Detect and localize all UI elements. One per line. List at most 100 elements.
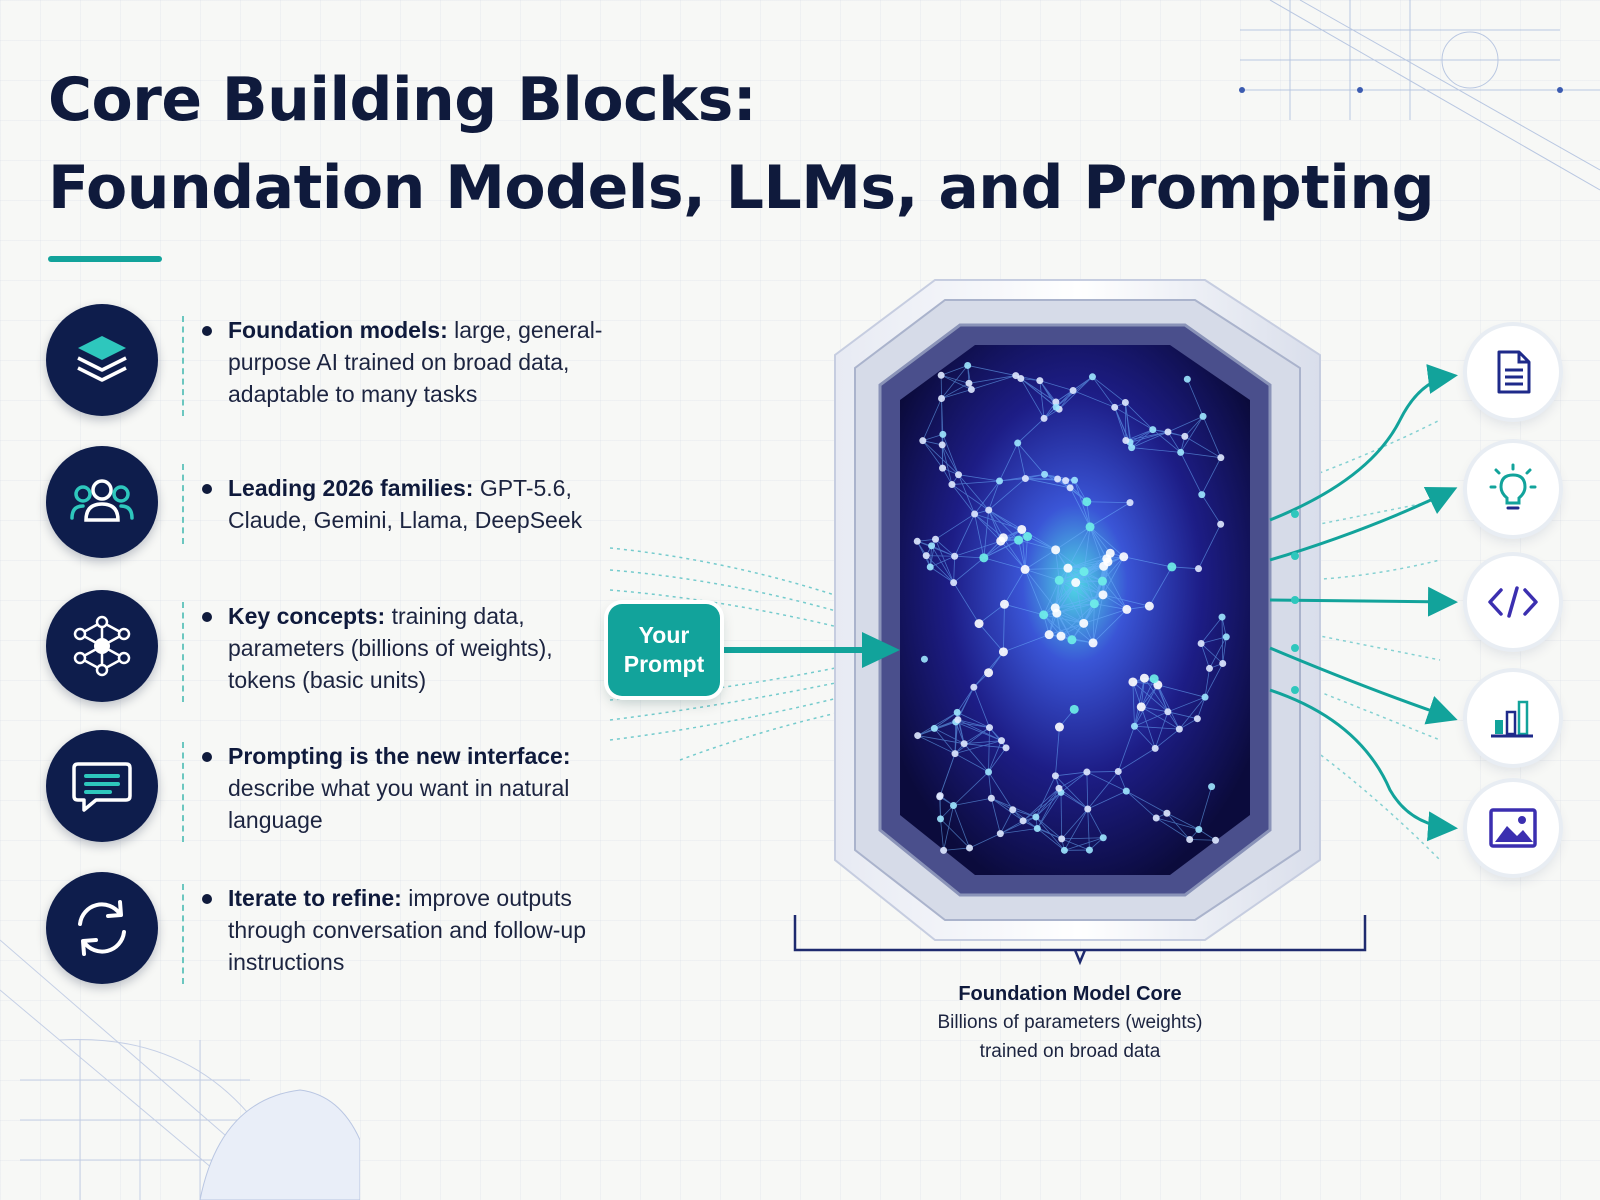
network-node <box>1167 562 1177 572</box>
network-node <box>920 655 928 663</box>
lightbulb-icon <box>1467 443 1559 535</box>
network-node <box>1197 640 1205 648</box>
network-node <box>1054 722 1064 732</box>
network-node <box>1183 375 1191 383</box>
network-node <box>1097 576 1107 586</box>
core-subtitle-line-1: Billions of parameters (weights) <box>937 1012 1203 1033</box>
network-node <box>1062 477 1070 485</box>
network-node <box>1175 725 1183 733</box>
network-icon <box>46 590 158 702</box>
network-node <box>1217 520 1225 528</box>
core-title: Foundation Model Core <box>958 983 1182 1005</box>
page-title: Core Building Blocks: Foundation Models,… <box>48 56 1468 232</box>
network-node <box>1111 403 1119 411</box>
network-node <box>1136 702 1146 712</box>
refresh-icon <box>46 872 158 984</box>
bar-chart-icon <box>1467 672 1559 764</box>
network-node <box>1052 403 1060 411</box>
network-node <box>1071 578 1081 588</box>
bullet-key-concepts: Key concepts: training data, parameters … <box>46 590 606 710</box>
network-node <box>1056 631 1066 641</box>
network-node <box>1079 618 1089 628</box>
network-node <box>1122 604 1132 614</box>
people-icon <box>46 446 158 558</box>
network-node <box>1014 535 1024 545</box>
network-node <box>1051 545 1061 555</box>
network-node <box>950 579 958 587</box>
dashed-separator <box>182 884 184 984</box>
network-node <box>938 395 946 403</box>
network-node <box>1130 722 1138 730</box>
network-node <box>987 794 995 802</box>
network-node <box>1002 744 1010 752</box>
network-node <box>939 464 947 472</box>
network-node <box>1054 575 1064 585</box>
network-node <box>1177 448 1185 456</box>
bullet-body: GPT-5.6, Claude, Gemini, Llama, DeepSeek <box>228 475 583 533</box>
network-node <box>1017 524 1027 534</box>
network-node <box>953 708 961 716</box>
bullet-bold: Key concepts: <box>228 603 386 629</box>
network-node <box>1193 715 1201 723</box>
network-node <box>1036 377 1044 385</box>
network-node <box>1119 552 1129 562</box>
network-node <box>1020 564 1030 574</box>
network-node <box>985 506 993 514</box>
network-node <box>1181 432 1189 440</box>
your-prompt-box: Your Prompt <box>608 604 720 696</box>
network-node <box>974 619 984 629</box>
network-node <box>1149 674 1159 684</box>
network-node <box>1152 814 1160 822</box>
network-node <box>1069 387 1077 395</box>
network-node <box>1044 630 1054 640</box>
network-node <box>1195 565 1203 573</box>
network-node <box>955 471 963 479</box>
bullet-text: Foundation models: large, general-purpos… <box>202 314 604 410</box>
document-icon <box>1467 326 1559 418</box>
network-node <box>964 361 972 369</box>
bullet-leading-families: Leading 2026 families: GPT-5.6, Claude, … <box>46 446 606 566</box>
network-node <box>922 552 930 560</box>
title-line-2: Foundation Models, LLMs, and Prompting <box>48 153 1435 223</box>
network-node <box>1069 704 1079 714</box>
prompt-label-line-2: Prompt <box>623 651 705 677</box>
network-node <box>1085 522 1095 532</box>
network-node <box>1066 484 1074 492</box>
dashed-separator <box>182 464 184 544</box>
network-node <box>996 830 1004 838</box>
network-node <box>1098 590 1108 600</box>
bullet-text: Leading 2026 families: GPT-5.6, Claude, … <box>202 472 604 536</box>
chat-icon <box>46 730 158 842</box>
network-node <box>998 647 1008 657</box>
network-node <box>1195 826 1203 834</box>
network-node <box>1201 693 1209 701</box>
bullet-bold: Prompting is the new interface: <box>228 743 571 769</box>
network-node <box>1212 836 1220 844</box>
network-node <box>1144 601 1154 611</box>
title-line-1: Core Building Blocks: <box>48 65 757 135</box>
network-node <box>1060 846 1068 854</box>
network-node <box>1222 633 1230 641</box>
bullet-text: Key concepts: training data, parameters … <box>202 600 604 696</box>
bullet-iterate-refine: Iterate to refine: improve outputs throu… <box>46 872 606 992</box>
network-node <box>1208 783 1216 791</box>
network-node <box>1122 787 1130 795</box>
network-node <box>1126 499 1134 507</box>
network-node <box>1114 767 1122 775</box>
network-node <box>1079 567 1089 577</box>
network-node <box>928 542 936 550</box>
network-node <box>937 371 945 379</box>
network-node <box>1084 805 1092 813</box>
network-node <box>1164 708 1172 716</box>
network-node <box>1088 373 1096 381</box>
network-node <box>939 430 947 438</box>
network-node <box>954 716 962 724</box>
network-node <box>1163 809 1171 817</box>
core-subtitle-line-2: trained on broad data <box>979 1041 1161 1062</box>
network-node <box>1105 548 1115 558</box>
bullet-bold: Foundation models: <box>228 317 448 343</box>
network-node <box>1121 399 1129 407</box>
network-node <box>1217 454 1225 462</box>
network-node <box>966 844 974 852</box>
network-node <box>1139 673 1149 683</box>
